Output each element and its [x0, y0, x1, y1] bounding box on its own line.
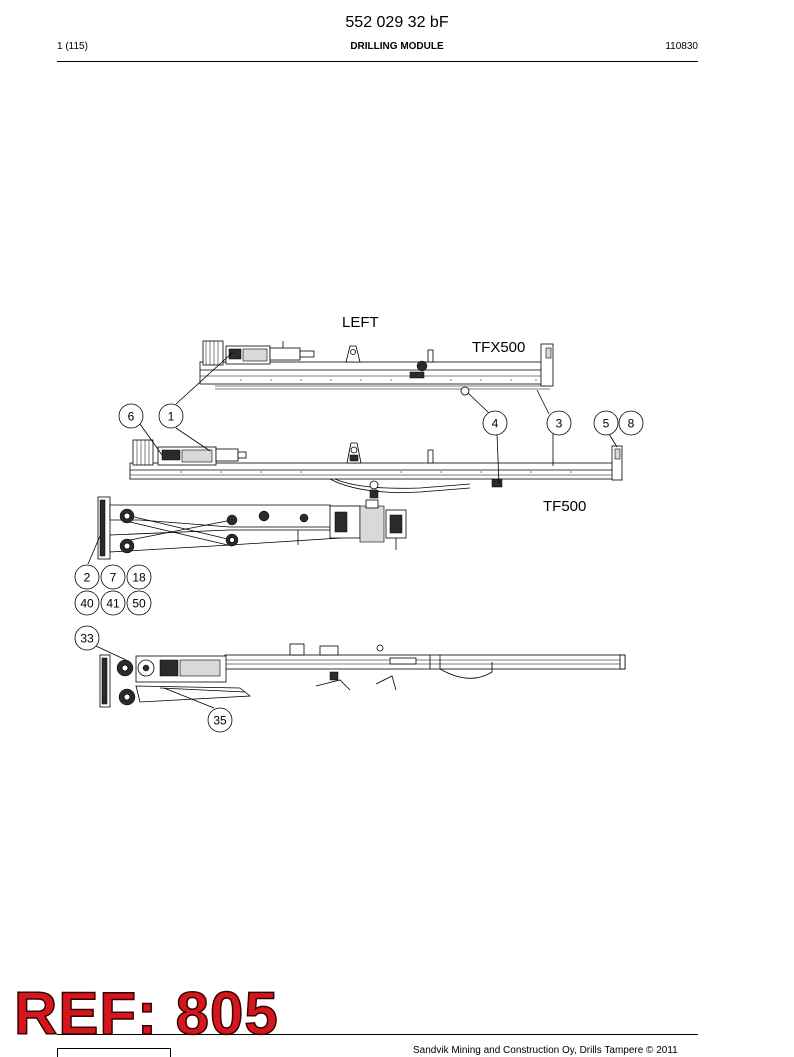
svg-text:3: 3 [556, 417, 563, 431]
svg-text:5: 5 [603, 417, 610, 431]
svg-text:41: 41 [106, 597, 120, 611]
callout-bubble: 50 [126, 590, 152, 616]
callout-bubble: 7 [100, 564, 126, 590]
document-date: 110830 [665, 41, 698, 52]
callout-bubble: 40 [74, 590, 100, 616]
callout-bubble: 5 [593, 410, 619, 436]
page-number: 1 (115) [57, 41, 88, 52]
svg-text:4: 4 [492, 417, 499, 431]
svg-text:18: 18 [132, 571, 146, 585]
callout-bubble: 1 [158, 403, 184, 429]
ref-stamp: REF: 805 [13, 980, 279, 1047]
callout-bubble: 41 [100, 590, 126, 616]
callout-bubble: 18 [126, 564, 152, 590]
module-title: DRILLING MODULE [350, 41, 444, 52]
view-label-left: LEFT [342, 314, 379, 331]
leader-lines [87, 351, 618, 709]
boom-side-drawing [97, 480, 407, 560]
footer-rule [57, 1034, 698, 1035]
feed-label-tf500: TF500 [543, 498, 586, 515]
feed-tfx500-drawing [199, 340, 554, 396]
feed-tf500-drawing [129, 439, 623, 493]
callout-bubble: 4 [482, 410, 508, 436]
document-number: 552 029 32 bF [345, 14, 449, 31]
svg-text:40: 40 [80, 597, 94, 611]
svg-text:35: 35 [213, 714, 227, 728]
callout-bubble: 8 [618, 410, 644, 436]
svg-text:50: 50 [132, 597, 146, 611]
boom-top-view-drawing [99, 643, 626, 708]
callout-bubble: 35 [207, 707, 233, 733]
svg-text:8: 8 [628, 417, 635, 431]
feed-label-tfx500: TFX500 [472, 339, 525, 356]
callout-bubble: 33 [74, 625, 100, 651]
svg-text:1: 1 [168, 410, 175, 424]
header-rule [57, 61, 698, 62]
callout-bubble: 3 [546, 410, 572, 436]
svg-text:33: 33 [80, 632, 94, 646]
svg-text:2: 2 [84, 571, 91, 585]
svg-text:6: 6 [128, 410, 135, 424]
footer-copyright: Sandvik Mining and Construction Oy, Dril… [413, 1045, 678, 1056]
callout-bubble: 2 [74, 564, 100, 590]
callout-bubble: 6 [118, 403, 144, 429]
svg-text:7: 7 [110, 571, 117, 585]
